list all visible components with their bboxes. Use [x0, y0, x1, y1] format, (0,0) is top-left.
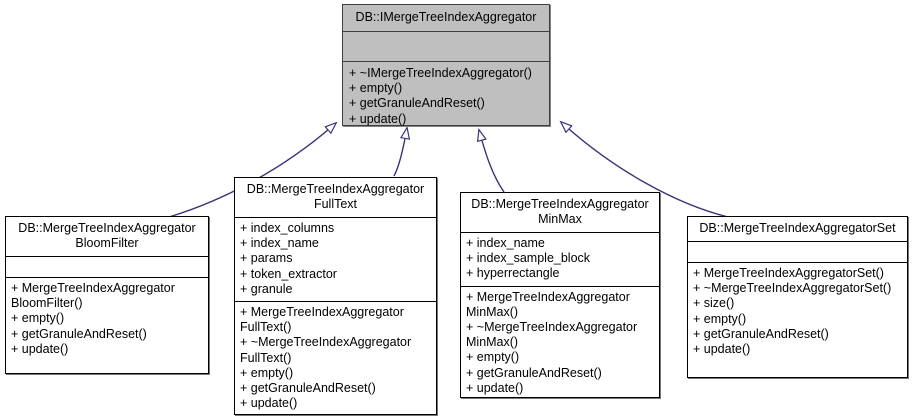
operation-item: + empty() — [349, 81, 403, 96]
operation-item: + getGranuleAndReset() — [240, 381, 376, 396]
class-title-mergetreeindexaggregatorset: DB::MergeTreeIndexAggregatorSet — [699, 221, 896, 235]
operation-item: + update() — [11, 341, 69, 356]
operation-item: + ~MergeTreeIndexAggregator FullText() — [240, 335, 412, 365]
attribute-item: + index_sample_block — [466, 251, 591, 266]
class-divider — [688, 241, 907, 242]
attribute-item: + index_name — [466, 236, 545, 250]
operation-item: + update() — [349, 111, 407, 126]
class-box-mergetreeindexaggregatorfulltext[interactable]: DB::MergeTreeIndexAggregator FullText + … — [234, 177, 437, 415]
operation-item: + empty() — [466, 350, 520, 365]
operation-item: + MergeTreeIndexAggregator FullText() — [240, 305, 404, 335]
attribute-item: + index_name — [240, 236, 319, 251]
class-box-imergetreeindexaggregator[interactable]: DB::IMergeTreeIndexAggregator + ~IMergeT… — [342, 4, 550, 126]
attribute-item: + granule — [240, 281, 293, 296]
attribute-item: + token_extractor — [240, 266, 337, 281]
class-divider — [461, 232, 659, 233]
operation-item: + empty() — [693, 311, 747, 326]
class-title-mergetreeindexaggregatorminmax: DB::MergeTreeIndexAggregator MinMax — [471, 197, 649, 226]
class-divider — [461, 285, 659, 287]
class-divider — [6, 277, 208, 278]
operation-item: + size() — [693, 296, 735, 311]
class-divider — [235, 301, 436, 303]
operation-item: + getGranuleAndReset() — [11, 326, 147, 341]
operation-item: + ~MergeTreeIndexAggregator MinMax() — [466, 320, 638, 350]
class-operations-mergetreeindexaggregatorbloomfilter: + MergeTreeIndexAggregator BloomFilter()… — [6, 278, 208, 361]
operation-item: + getGranuleAndReset() — [693, 326, 829, 341]
attribute-item: + params — [240, 251, 293, 266]
operation-item: + update() — [466, 380, 524, 395]
class-attributes-mergetreeindexaggregatorminmax: + index_name + index_sample_block + hype… — [461, 233, 659, 286]
class-operations-mergetreeindexaggregatorfulltext: + MergeTreeIndexAggregator FullText() + … — [235, 302, 436, 415]
class-operations-imergetreeindexaggregator: + ~IMergeTreeIndexAggregator() + empty()… — [343, 62, 549, 132]
operation-item: + update() — [240, 396, 298, 411]
operation-item: + MergeTreeIndexAggregator MinMax() — [466, 289, 630, 319]
class-box-mergetreeindexaggregatorbloomfilter[interactable]: DB::MergeTreeIndexAggregator BloomFilter… — [5, 216, 209, 374]
operation-item: + empty() — [11, 311, 65, 326]
class-divider — [343, 31, 549, 32]
class-title-mergetreeindexaggregatorbloomfilter: DB::MergeTreeIndexAggregator BloomFilter — [18, 221, 196, 250]
attribute-item: + index_columns — [240, 221, 335, 235]
class-divider — [343, 61, 549, 62]
operation-item: + update() — [693, 342, 751, 357]
class-attributes-mergetreeindexaggregatorset — [688, 242, 907, 262]
class-attributes-imergetreeindexaggregator — [343, 32, 549, 61]
class-attributes-mergetreeindexaggregatorbloomfilter — [6, 257, 208, 277]
class-divider — [6, 256, 208, 257]
class-title-mergetreeindexaggregatorfulltext: DB::MergeTreeIndexAggregator FullText — [246, 182, 425, 211]
operation-item: + ~MergeTreeIndexAggregatorSet() — [693, 281, 892, 296]
operation-item: + MergeTreeIndexAggregatorSet() — [693, 266, 884, 280]
operation-item: + MergeTreeIndexAggregator BloomFilter() — [11, 281, 175, 311]
edge-minmax-to-base — [479, 130, 505, 193]
operation-item: + ~IMergeTreeIndexAggregator() — [349, 66, 532, 80]
operation-item: + getGranuleAndReset() — [349, 96, 485, 111]
attribute-item: + hyperrectangle — [466, 266, 560, 281]
class-box-mergetreeindexaggregatorminmax[interactable]: DB::MergeTreeIndexAggregator MinMax + in… — [460, 192, 660, 398]
class-operations-mergetreeindexaggregatorminmax: + MergeTreeIndexAggregator MinMax() + ~M… — [461, 287, 659, 400]
class-title-imergetreeindexaggregator: DB::IMergeTreeIndexAggregator — [355, 10, 537, 24]
edge-fulltext-to-base — [393, 128, 407, 177]
operation-item: + getGranuleAndReset() — [466, 365, 602, 380]
class-divider — [688, 262, 907, 263]
class-operations-mergetreeindexaggregatorset: + MergeTreeIndexAggregatorSet() + ~Merge… — [688, 263, 907, 361]
class-box-mergetreeindexaggregatorset[interactable]: DB::MergeTreeIndexAggregatorSet + MergeT… — [687, 216, 908, 378]
class-attributes-mergetreeindexaggregatorfulltext: + index_columns + index_name + params + … — [235, 218, 436, 301]
operation-item: + empty() — [240, 365, 294, 380]
